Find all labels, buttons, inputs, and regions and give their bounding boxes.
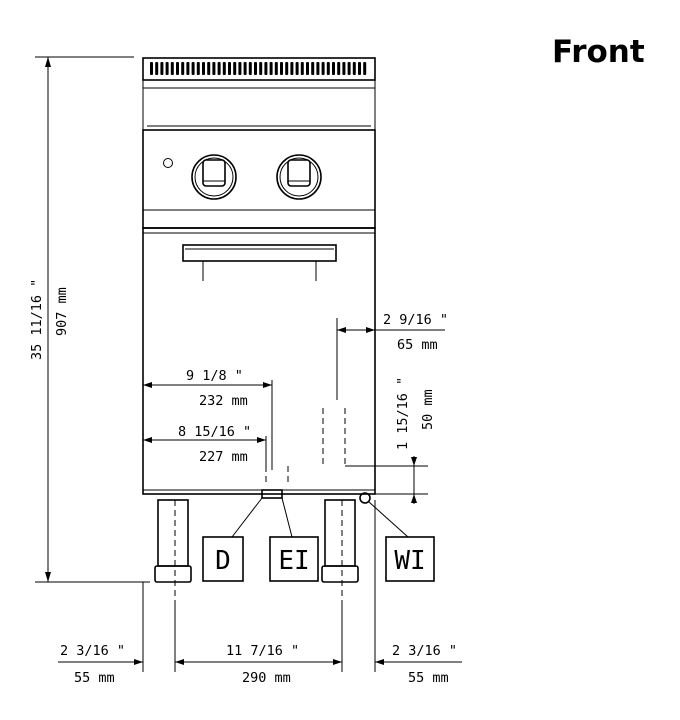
grill-slot — [326, 62, 330, 75]
grill-slot — [332, 62, 335, 75]
overall-height-dimension: 35 11/16 " 907 mm — [29, 56, 150, 583]
height-inch-label: 35 11/16 " — [29, 279, 45, 360]
grill-slot — [222, 62, 226, 75]
grill-slot — [274, 62, 278, 75]
elec-offset-dimension: 8 15/16 " 227 mm — [143, 424, 267, 470]
door-handle — [182, 244, 337, 281]
electrical-label: EI — [278, 546, 309, 576]
grill-slot — [295, 62, 299, 75]
grill-slot — [212, 62, 216, 75]
grill-slot — [217, 62, 221, 75]
water-offset-mm-label: 65 mm — [397, 337, 438, 353]
cabinet-door — [142, 227, 376, 495]
grill-slot — [316, 62, 320, 75]
water-height-inch-label: 1 15/16 " — [395, 377, 411, 450]
water-label: WI — [394, 546, 425, 576]
grill-slot — [363, 62, 367, 75]
legs — [154, 499, 359, 600]
water-offset-dimension: 2 9/16 " 65 mm — [337, 312, 448, 353]
grill-slot — [196, 62, 200, 75]
drain-offset-mm-label: 232 mm — [199, 393, 248, 409]
electrical-label-box — [269, 536, 319, 582]
grill-slot — [207, 62, 211, 75]
drain-label: D — [215, 546, 231, 576]
leg-right — [324, 499, 356, 567]
drain-offset-dimension: 9 1/8 " 232 mm — [143, 368, 273, 470]
grill-slot — [176, 62, 179, 75]
grill-slot — [337, 62, 341, 75]
appliance-outline — [142, 57, 376, 495]
elec-offset-mm-label: 227 mm — [199, 449, 248, 465]
grill-slot — [342, 62, 346, 75]
grill-slot — [228, 62, 231, 75]
control-panel — [142, 129, 376, 229]
grill-slot — [352, 62, 356, 75]
foot-left — [154, 565, 192, 583]
water-offset-inch-label: 2 9/16 " — [383, 312, 448, 328]
grill-slot — [170, 62, 174, 75]
splash-panel — [142, 87, 376, 131]
left-leg-inch-label: 2 3/16 " — [60, 643, 125, 659]
grill-slot — [155, 62, 159, 75]
right-leg-inch-label: 2 3/16 " — [392, 643, 457, 659]
leg-span-inch-label: 11 7/16 " — [226, 643, 299, 659]
grill-slot — [238, 62, 242, 75]
grill-slot — [321, 62, 325, 75]
grill-slot — [358, 62, 361, 75]
bottom-dimensions: 2 3/16 " 55 mm 11 7/16 " 290 mm 2 3/16 "… — [58, 500, 462, 686]
right-leg-mm-label: 55 mm — [408, 670, 449, 686]
drain-label-box — [202, 536, 244, 582]
drain-fitting-icon — [261, 489, 283, 499]
control-knob-left-icon — [191, 154, 237, 200]
grill-slot — [191, 62, 195, 75]
grill-slot — [290, 62, 294, 75]
grill-slot — [248, 62, 252, 75]
water-height-dimension: 1 15/16 " 50 mm — [345, 377, 436, 504]
water-height-mm-label: 50 mm — [420, 389, 436, 430]
grill-slot — [160, 62, 164, 75]
upper-band — [142, 79, 376, 89]
elec-offset-inch-label: 8 15/16 " — [178, 424, 251, 440]
foot-right — [321, 565, 359, 583]
grill-slot — [165, 62, 169, 75]
grill-slot — [264, 62, 268, 75]
grill-slot — [306, 62, 309, 75]
grill-slot — [150, 62, 153, 75]
grill-slot — [280, 62, 283, 75]
grill-slot — [202, 62, 205, 75]
water-label-box — [385, 536, 435, 582]
grill-slot — [285, 62, 289, 75]
grill-slot — [243, 62, 247, 75]
grill-slots — [150, 62, 367, 75]
leg-left — [157, 499, 189, 567]
left-leg-mm-label: 55 mm — [74, 670, 115, 686]
grill-slot — [311, 62, 315, 75]
grill-slot — [347, 62, 351, 75]
height-mm-label: 907 mm — [54, 287, 70, 336]
grill-slot — [181, 62, 185, 75]
drain-offset-inch-label: 9 1/8 " — [186, 368, 243, 384]
grill-slot — [233, 62, 237, 75]
grill-slot — [186, 62, 190, 75]
control-knob-right-icon — [276, 154, 322, 200]
connection-fittings — [261, 318, 371, 504]
view-title: Front — [552, 34, 645, 70]
pilot-light-icon — [163, 158, 173, 168]
grill-slot — [269, 62, 273, 75]
leg-span-mm-label: 290 mm — [242, 670, 291, 686]
grill-slot — [259, 62, 263, 75]
grill-slot — [300, 62, 304, 75]
connection-labels: D EI WI — [202, 497, 435, 582]
grill-slot — [254, 62, 257, 75]
water-fitting-icon — [359, 492, 371, 504]
